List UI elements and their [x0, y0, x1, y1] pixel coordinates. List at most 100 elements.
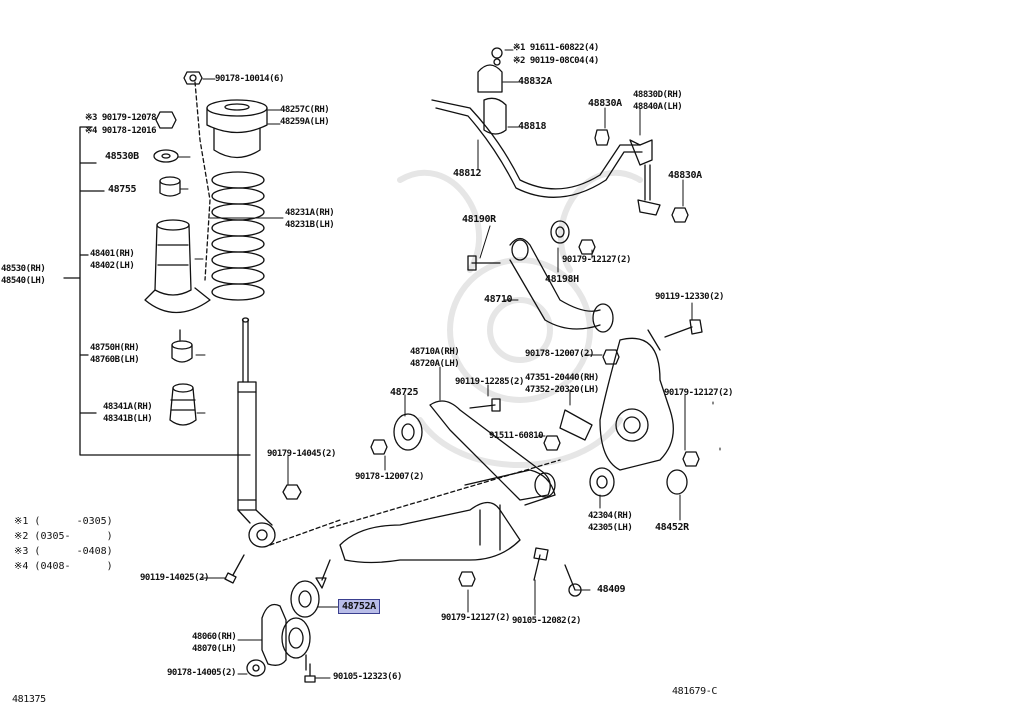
bump-stopper-icon — [171, 329, 193, 363]
label-48530b[interactable]: 48530B — [105, 151, 139, 162]
label-90179-12127-c[interactable]: 90179-12127(2) — [441, 613, 510, 623]
coil-spring-icon — [211, 171, 265, 301]
label-48720a[interactable]: 48720A(LH) — [410, 359, 460, 369]
assembly-bracket — [63, 126, 251, 456]
bolt-icon — [664, 319, 703, 338]
label-90119-08c04[interactable]: ※2 90119-08C04(4) — [513, 56, 599, 66]
upper-arm-icon — [509, 237, 614, 333]
bolt-icon — [469, 398, 501, 412]
bracket-icon — [261, 603, 311, 671]
label-90105-12082[interactable]: 90105-12082(2) — [512, 616, 581, 626]
label-48401[interactable]: 48401(RH) — [90, 249, 135, 259]
bolt-icon — [224, 554, 245, 584]
label-48750h[interactable]: 48750H(RH) — [90, 343, 140, 353]
label-48402[interactable]: 48402(LH) — [90, 261, 135, 271]
label-48755[interactable]: 48755 — [108, 184, 137, 195]
label-48060[interactable]: 48060(RH) — [192, 632, 237, 642]
label-48818[interactable]: 48818 — [518, 121, 547, 132]
bushing-icon — [666, 469, 688, 495]
nut-icon — [578, 239, 596, 255]
label-90179-14045[interactable]: 90179-14045(2) — [267, 449, 336, 459]
bushing-icon — [159, 176, 181, 197]
bolt-icon — [467, 255, 501, 271]
label-90179-12078[interactable]: ※3 90179-12078 — [85, 113, 156, 123]
label-91511-60810[interactable]: 91511-60810 — [489, 431, 544, 441]
label-48452r[interactable]: 48452R — [655, 522, 689, 533]
lower-arm-icon — [339, 469, 556, 564]
label-48840a[interactable]: 48840A(LH) — [633, 102, 683, 112]
nut-icon — [458, 571, 476, 587]
label-48725[interactable]: 48725 — [390, 387, 419, 398]
nut-icon — [671, 207, 689, 223]
knuckle-icon — [599, 329, 674, 471]
label-48530[interactable]: 48530(RH) — [1, 264, 46, 274]
nut-icon — [543, 435, 561, 451]
label-90119-12285[interactable]: 90119-12285(2) — [455, 377, 524, 387]
dust-boot-icon — [144, 219, 211, 313]
label-90105-12323[interactable]: 90105-12323(6) — [333, 672, 402, 682]
label-90119-12330[interactable]: 90119-12330(2) — [655, 292, 724, 302]
label-48830a-lower[interactable]: 48830A — [668, 170, 702, 181]
note-3: ※3 ( -0408) — [14, 546, 113, 557]
nut-icon — [155, 111, 177, 129]
stabilizer-link-icon — [629, 139, 661, 216]
bushing-icon — [589, 467, 615, 497]
bushing-48752a-icon — [290, 580, 320, 618]
label-90178-14005[interactable]: 90178-14005(2) — [167, 668, 236, 678]
stabilizer-bar-icon — [431, 99, 643, 198]
label-48257c[interactable]: 48257C(RH) — [280, 105, 330, 115]
label-42305[interactable]: 42305(LH) — [588, 523, 633, 533]
bolt-icon — [564, 564, 582, 597]
label-48341b[interactable]: 48341B(LH) — [103, 414, 153, 424]
label-48832a[interactable]: 48832A — [518, 76, 552, 87]
nut-icon — [594, 129, 610, 146]
label-90178-12007-b[interactable]: 90178-12007(2) — [355, 472, 424, 482]
label-90179-12127-b[interactable]: 90179-12127(2) — [664, 388, 733, 398]
label-48830a-upper[interactable]: 48830A — [588, 98, 622, 109]
label-48540[interactable]: 48540(LH) — [1, 276, 46, 286]
watermark-emblem — [397, 170, 643, 468]
label-90178-12016[interactable]: ※4 90178-12016 — [85, 126, 156, 136]
label-48710[interactable]: 48710 — [484, 294, 513, 305]
label-48198h[interactable]: 48198H — [545, 274, 579, 285]
note-4: ※4 (0408- ) — [14, 561, 113, 572]
rear-arm-icon — [393, 400, 556, 501]
bump-rubber-icon — [169, 383, 197, 426]
label-48409[interactable]: 48409 — [597, 584, 626, 595]
diagram-id: 481375 — [12, 694, 46, 705]
label-48812[interactable]: 48812 — [453, 168, 482, 179]
leader-lines — [177, 49, 721, 679]
label-90119-14025[interactable]: 90119-14025(2) — [140, 573, 209, 583]
label-48710a[interactable]: 48710A(RH) — [410, 347, 460, 357]
label-48752a-highlighted[interactable]: 48752A — [338, 599, 380, 614]
label-48231a[interactable]: 48231A(RH) — [285, 208, 335, 218]
bolt-icon — [533, 547, 549, 581]
nut-icon — [602, 349, 620, 365]
label-48259a[interactable]: 48259A(LH) — [280, 117, 330, 127]
label-90178-12007-a[interactable]: 90178-12007(2) — [525, 349, 594, 359]
stabilizer-bracket-icon — [477, 47, 507, 135]
label-48760b[interactable]: 48760B(LH) — [90, 355, 140, 365]
label-48231b[interactable]: 48231B(LH) — [285, 220, 335, 230]
label-48830d[interactable]: 48830D(RH) — [633, 90, 683, 100]
diagram-ref: 481679-C — [672, 686, 717, 697]
label-48190r[interactable]: 48190R — [462, 214, 496, 225]
label-47352[interactable]: 47352-20320(LH) — [525, 385, 599, 395]
washer-icon — [153, 149, 179, 163]
label-91611-60822[interactable]: ※1 91611-60822(4) — [513, 43, 599, 53]
washer-icon — [550, 220, 570, 244]
label-47351[interactable]: 47351-20440(RH) — [525, 373, 599, 383]
nut-icon — [183, 71, 203, 85]
label-90178-10014[interactable]: 90178-10014(6) — [215, 74, 284, 84]
label-90179-12127-a[interactable]: 90179-12127(2) — [562, 255, 631, 265]
label-42304[interactable]: 42304(RH) — [588, 511, 633, 521]
bolt-icon — [304, 663, 316, 683]
label-48070[interactable]: 48070(LH) — [192, 644, 237, 654]
bolt-icon — [315, 559, 331, 589]
label-48341a[interactable]: 48341A(RH) — [103, 402, 153, 412]
note-1: ※1 ( -0305) — [14, 516, 113, 527]
upper-mount-icon — [206, 99, 268, 159]
nut-icon — [682, 451, 700, 467]
